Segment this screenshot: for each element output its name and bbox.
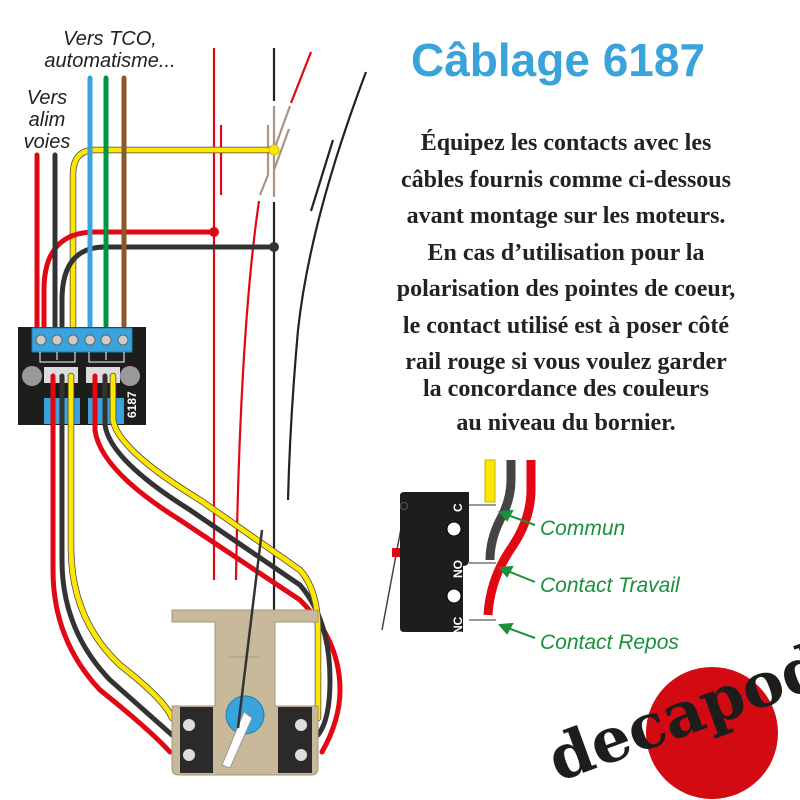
instruction-line: avant montage sur les moteurs.	[407, 203, 726, 229]
label-automatisme: automatisme...	[44, 50, 175, 72]
callouts	[497, 509, 536, 639]
label-alim: alim	[29, 109, 66, 131]
instruction-line: polarisation des pointes de coeur,	[397, 276, 735, 302]
feed-wires	[34, 75, 278, 330]
instructions: Équipez les contacts avec les câbles fou…	[397, 130, 735, 436]
decapod-logo: decapod	[538, 629, 800, 799]
pin-no-label: NO	[451, 560, 465, 578]
label-voies: voies	[24, 131, 71, 153]
point-motor	[171, 529, 319, 776]
pin-nc-label: NC	[451, 616, 465, 634]
page-title: Câblage 6187	[411, 34, 705, 86]
rail-black-diverging	[286, 71, 368, 501]
mount-hole-right	[120, 366, 140, 386]
label-tco: Vers TCO,	[63, 28, 157, 50]
label-vers: Vers	[27, 87, 67, 109]
pin-c-label: C	[451, 503, 465, 512]
red-junction	[209, 227, 219, 237]
instruction-line: au niveau du bornier.	[456, 410, 675, 436]
switch-wires	[50, 372, 343, 755]
module-6187: 6187	[18, 327, 146, 425]
microswitch-detail: C NO NC	[381, 459, 536, 634]
callout-contact-repos: Contact Repos	[540, 631, 679, 654]
module-ref: 6187	[125, 391, 139, 418]
actuating-wire	[236, 529, 264, 729]
terminal-screws	[35, 334, 129, 346]
instruction-line: En cas d’utilisation pour la	[428, 240, 705, 266]
switch-left	[180, 707, 213, 773]
instruction-line: câbles fournis comme ci-dessous	[401, 167, 731, 193]
rail-black-check	[309, 139, 335, 212]
instruction-line: le contact utilisé est à poser côté	[403, 313, 729, 339]
rail-red-diverging-top	[289, 51, 313, 104]
servo-arm	[221, 711, 253, 769]
switch-right	[278, 707, 312, 773]
callout-contact-travail: Contact Travail	[540, 574, 681, 597]
instruction-line: la concordance des couleurs	[423, 376, 709, 402]
yellow-junction	[268, 144, 280, 156]
callout-commun: Commun	[540, 517, 625, 540]
instruction-line: rail rouge si vous voulez garder	[405, 349, 727, 375]
rail-red-diverging	[234, 200, 261, 581]
mount-hole-left	[22, 366, 42, 386]
instruction-line: Équipez les contacts avec les	[421, 130, 712, 156]
black-junction	[269, 242, 279, 252]
